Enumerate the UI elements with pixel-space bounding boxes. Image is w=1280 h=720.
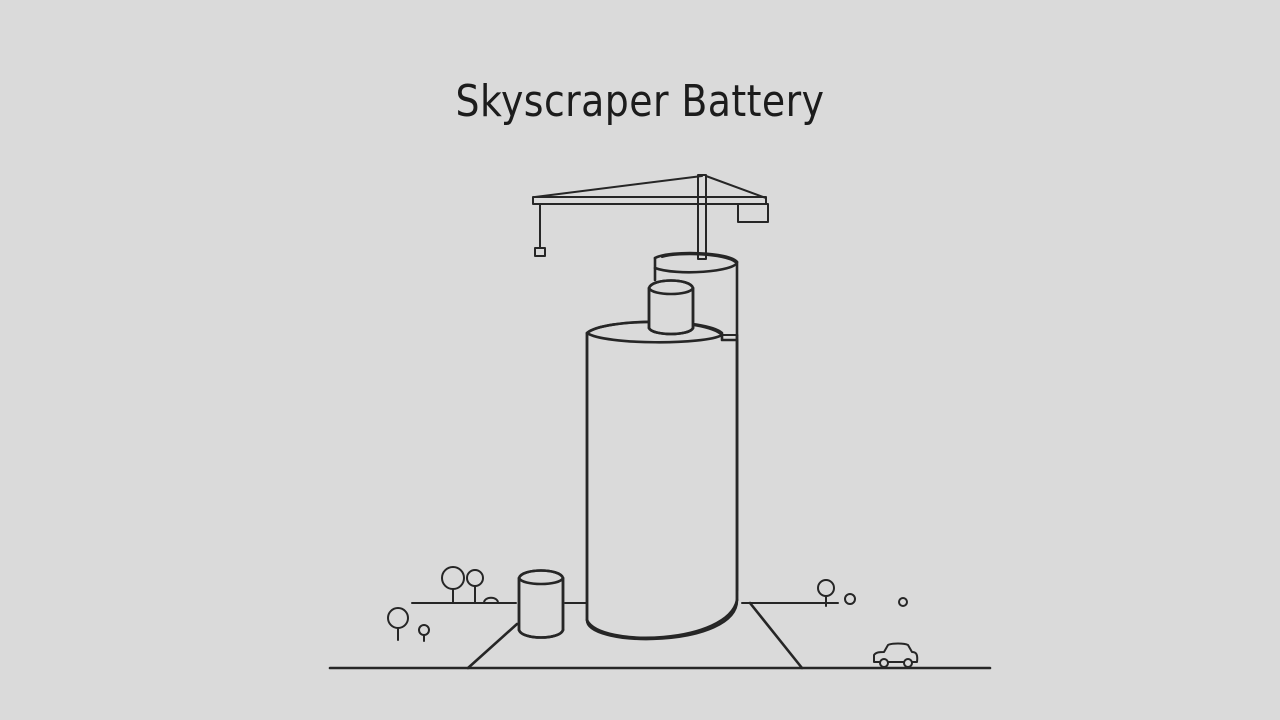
car bbox=[873, 642, 919, 668]
crane-counter-tie bbox=[705, 175, 767, 199]
tower-crane bbox=[532, 174, 769, 260]
crane-hook-block bbox=[534, 247, 546, 257]
slide-title: Skyscraper Battery bbox=[455, 76, 825, 127]
tree-canopy bbox=[441, 566, 465, 590]
car-wheel bbox=[879, 658, 889, 668]
crane-mast bbox=[697, 174, 707, 260]
shrub bbox=[898, 597, 908, 607]
tree-canopy bbox=[466, 569, 484, 587]
plaza-left-diagonal bbox=[466, 622, 519, 670]
plaza-right-diagonal bbox=[748, 601, 804, 670]
small-cylinder-building bbox=[517, 569, 565, 639]
tree-canopy bbox=[387, 607, 409, 629]
crane-counterweight bbox=[737, 203, 769, 223]
car-body bbox=[873, 642, 919, 663]
top-cylinder bbox=[647, 279, 695, 336]
tree-canopy bbox=[817, 579, 835, 597]
main-cylinder-tower bbox=[585, 320, 739, 641]
ground bbox=[328, 601, 992, 670]
crane-jib bbox=[532, 196, 767, 205]
shrub bbox=[483, 596, 499, 604]
tree-canopy bbox=[418, 624, 430, 636]
car-wheel bbox=[903, 658, 913, 668]
trees bbox=[387, 566, 908, 642]
crane-jib-tie bbox=[534, 175, 703, 198]
shrub bbox=[844, 593, 856, 605]
